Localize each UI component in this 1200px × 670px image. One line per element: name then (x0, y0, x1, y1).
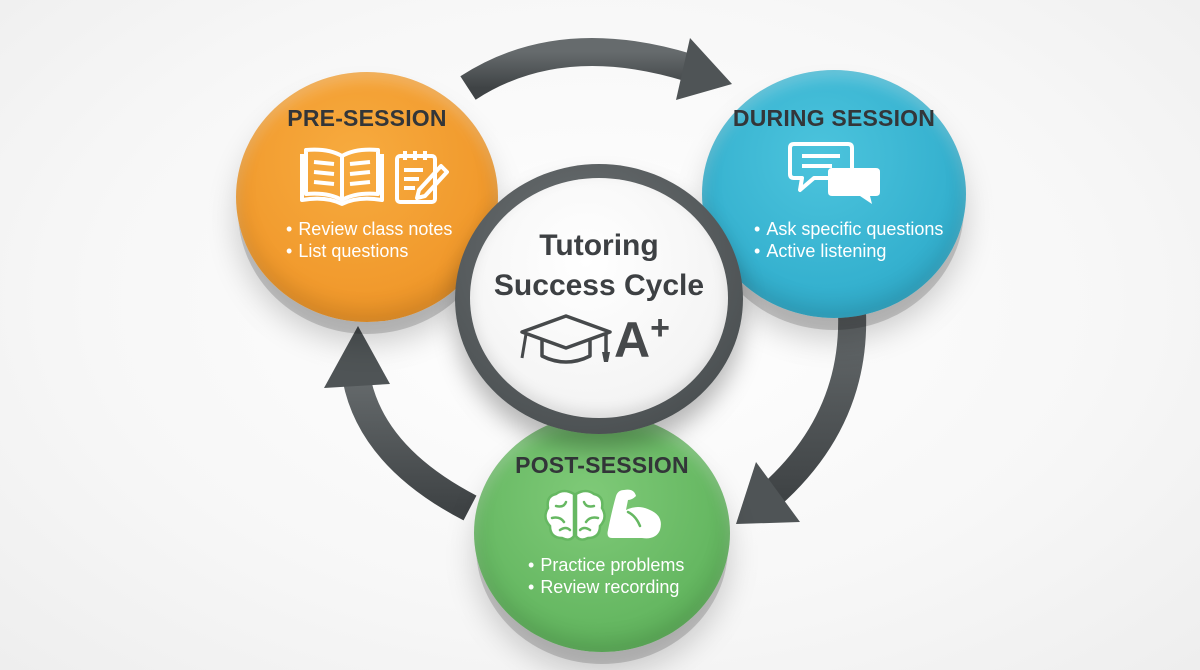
pre-session-bullet: List questions (286, 240, 452, 262)
grade-a-plus: A+ (614, 309, 670, 368)
brain-icon (544, 489, 606, 541)
notepad-pencil-icon (395, 151, 449, 204)
pre-session-bullet: Review class notes (286, 218, 452, 240)
pre-session-bullets: Review class notes List questions (286, 218, 452, 262)
post-session-bullet: Review recording (528, 576, 684, 598)
during-session-bullet: Ask specific questions (754, 218, 943, 240)
post-session-disc (474, 414, 730, 652)
during-session-bullets: Ask specific questions Active listening (754, 218, 943, 262)
chat-bubbles-icon (788, 142, 880, 204)
during-session-title: DURING SESSION (732, 105, 936, 131)
grade-plus: + (650, 309, 670, 347)
center-title: Tutoring Success Cycle (470, 226, 728, 306)
arrow-post-to-pre (324, 326, 477, 521)
post-session-bullets: Practice problems Review recording (528, 554, 684, 598)
during-session-bullet: Active listening (754, 240, 943, 262)
center-disc (470, 178, 728, 418)
post-session-bullet: Practice problems (528, 554, 684, 576)
center-title-line1: Tutoring (539, 229, 659, 262)
grade-letter: A (614, 312, 651, 368)
arrow-pre-to-during (460, 38, 732, 100)
pre-session-title: PRE-SESSION (287, 105, 447, 131)
graduation-cap-icon (520, 314, 612, 364)
flexed-arm-icon (607, 489, 661, 539)
center-title-line2: Success Cycle (493, 269, 705, 302)
post-session-title: POST-SESSION (515, 452, 689, 478)
arrow-during-to-post (736, 311, 867, 524)
open-book-icon (300, 147, 384, 206)
